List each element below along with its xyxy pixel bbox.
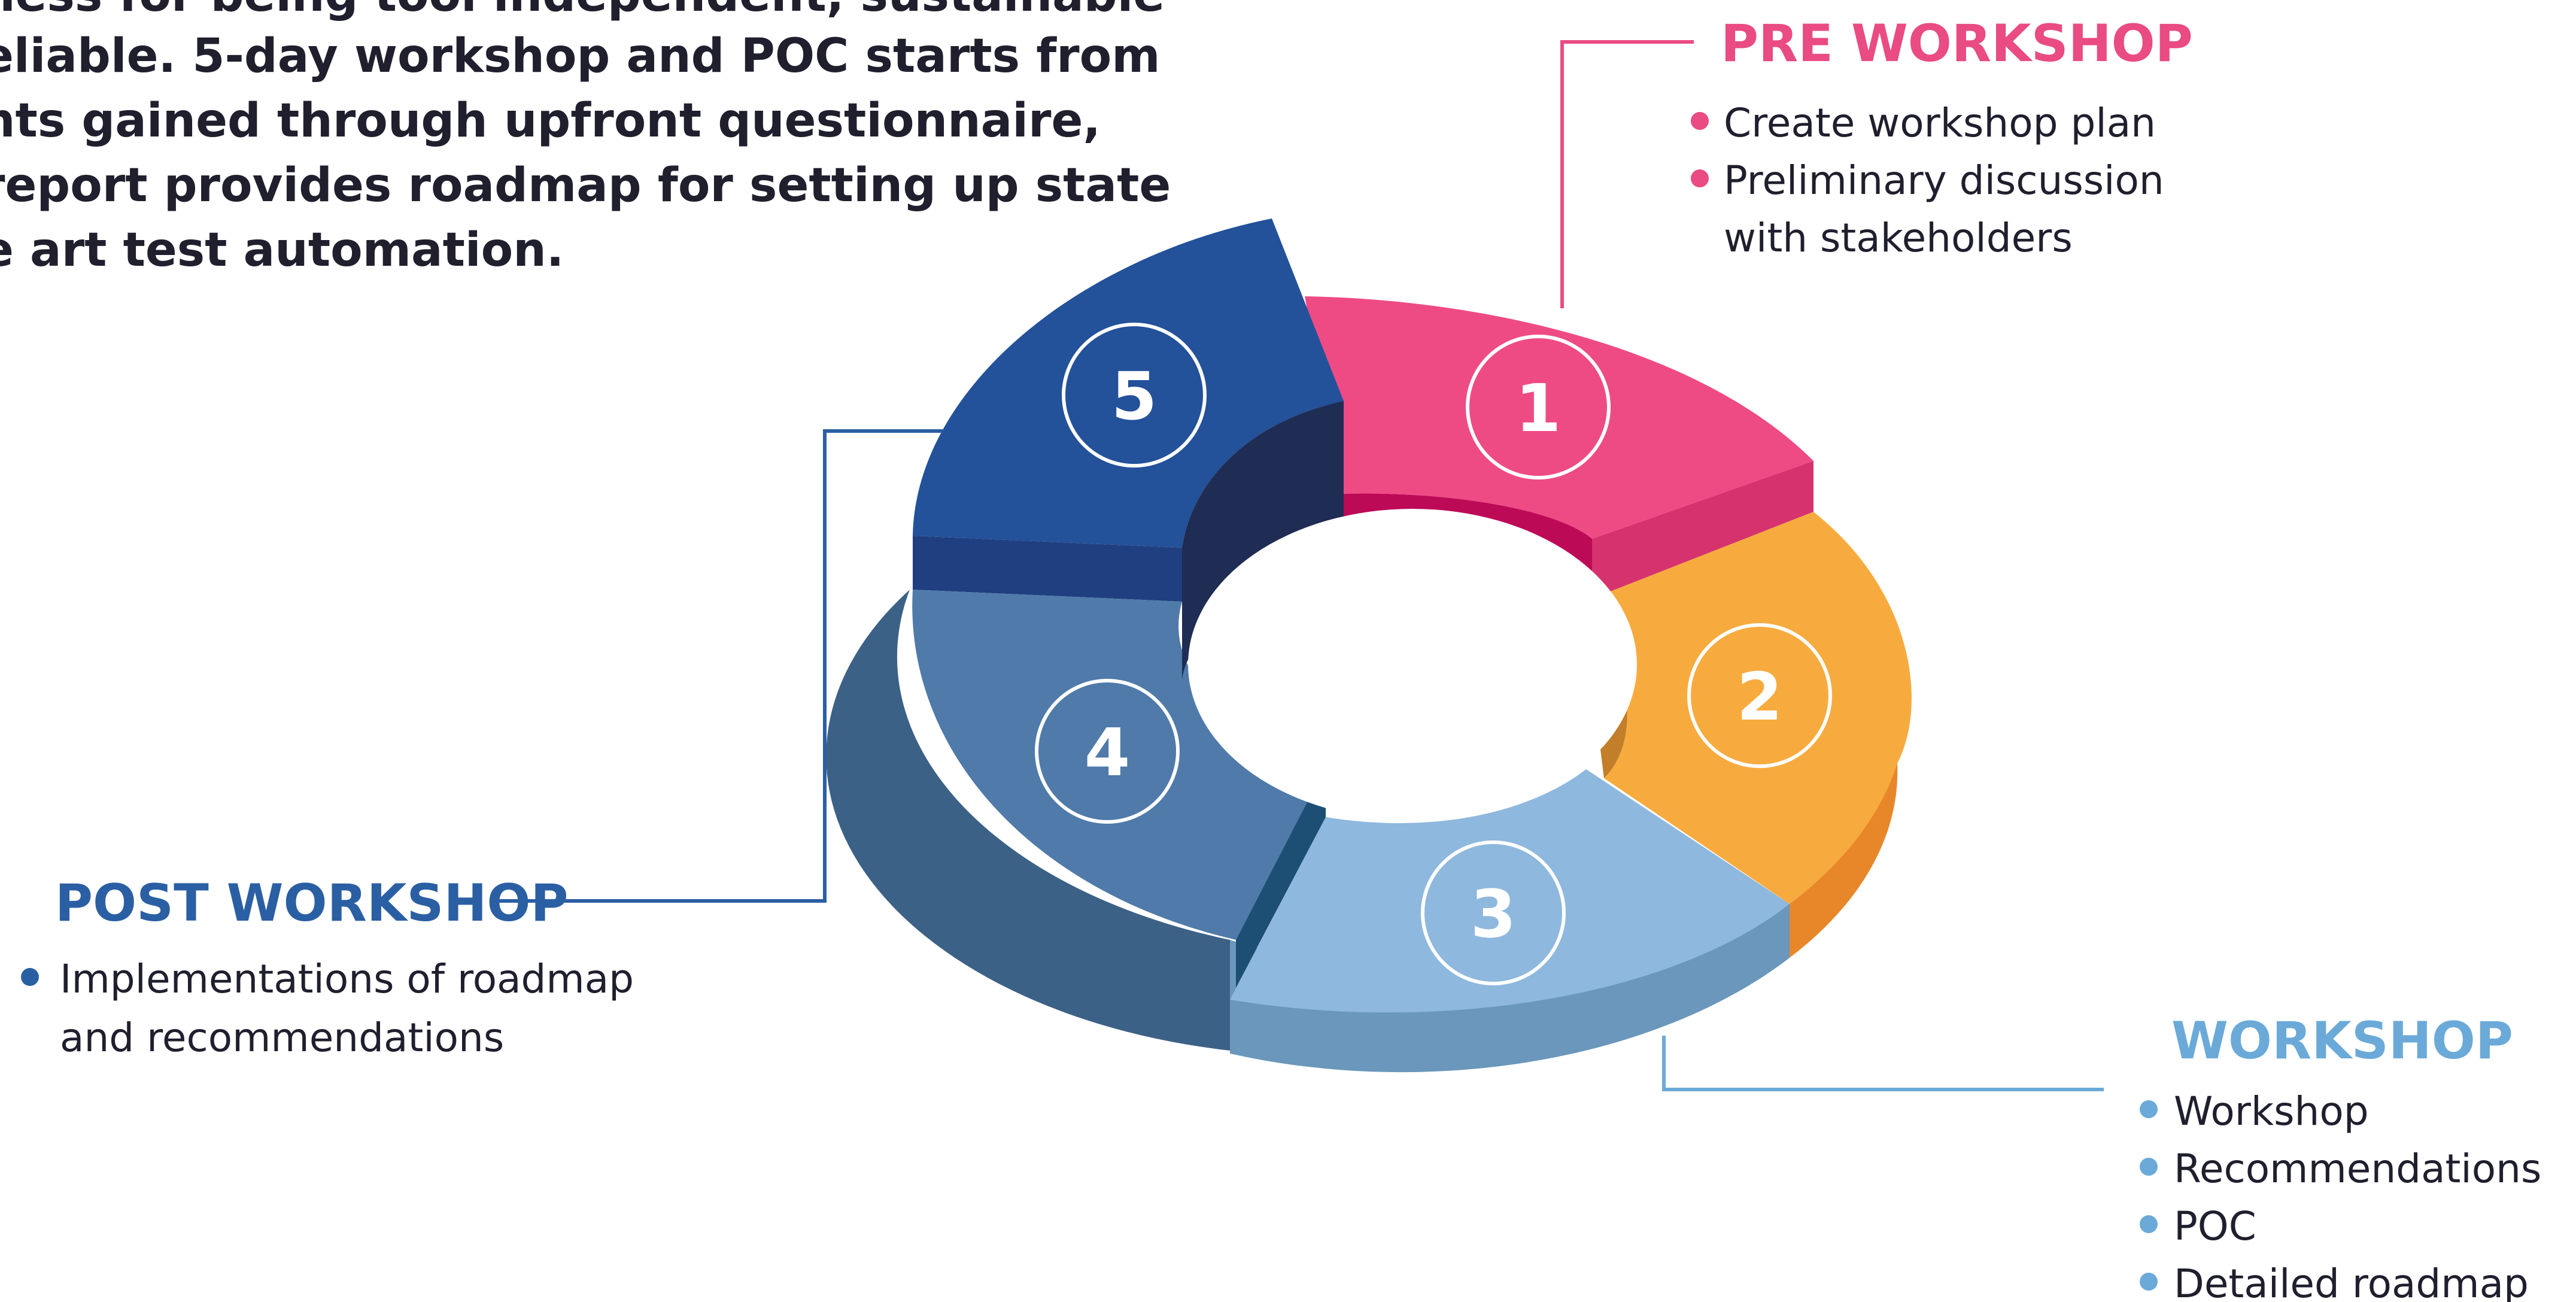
pre-workshop-item: Preliminary discussion [1724, 157, 2164, 204]
segment-4-wall [826, 590, 1230, 1051]
segment-2-badge [1687, 623, 1832, 768]
segment-2 [1592, 512, 1912, 904]
post-workshop-connector [494, 429, 943, 903]
workshop-item: Detailed roadmap [2174, 1261, 2529, 1302]
segment-2-wall [1790, 712, 1898, 958]
intro-line: nts gained through upfront questionnaire… [0, 94, 1101, 148]
bullet-icon [2140, 1100, 2158, 1118]
bullet-icon [21, 968, 39, 986]
segment-5-wall [913, 536, 1182, 602]
pre-workshop-item: with stakeholders [1724, 215, 2073, 261]
intro-line: report provides roadmap for setting up s… [0, 159, 1171, 213]
bullet-icon [2140, 1215, 2158, 1233]
donut-hole [1188, 509, 1637, 820]
post-workshop-item: Implementations of roadmap [60, 956, 634, 1002]
segment-badges: 1 2 3 4 5 [1035, 323, 1832, 985]
segment-5-badge [1062, 323, 1207, 468]
bullet-icon [2140, 1273, 2158, 1291]
workshop-item: POC [2174, 1203, 2256, 1249]
segment-1 [1305, 296, 1813, 539]
pre-workshop-block: PRE WORKSHOP Create workshop plan Prelim… [1691, 14, 2193, 261]
bullet-icon [2140, 1158, 2158, 1176]
connectors [494, 40, 2104, 1091]
segment-4 [912, 590, 1326, 940]
segment-1-wall [1592, 461, 1813, 599]
segment-4-edge [1236, 766, 1326, 988]
post-workshop-item: and recommendations [60, 1015, 504, 1061]
segment-4-badge [1035, 679, 1180, 824]
bullet-icon [1691, 112, 1709, 130]
segment-1-badge [1466, 335, 1611, 479]
segment-2-number: 2 [1737, 658, 1783, 735]
workshop-item: Recommendations [2174, 1146, 2541, 1192]
segment-3-number: 3 [1471, 876, 1517, 952]
workshop-block: WORKSHOP Workshop Recommendations POC De… [2140, 1011, 2541, 1302]
intro-paragraph: ness for being tool independent, sustain… [0, 0, 1171, 277]
segment-4-number: 4 [1085, 714, 1131, 791]
intro-line: e art test automation. [0, 223, 564, 277]
segment-3 [1230, 769, 1790, 1013]
workshop-connector [1662, 1036, 2104, 1091]
pre-workshop-title: PRE WORKSHOP [1721, 14, 2193, 74]
pre-workshop-item: Create workshop plan [1724, 100, 2156, 146]
intro-line: eliable. 5-day workshop and POC starts f… [0, 29, 1160, 83]
bullet-icon [1691, 169, 1709, 187]
workshop-item: Workshop [2174, 1088, 2369, 1134]
donut-top [912, 218, 1912, 1013]
segment-3-badge [1421, 840, 1566, 985]
segment-1-number: 1 [1515, 370, 1562, 447]
segment-5 [913, 218, 1344, 548]
segment-5-number: 5 [1111, 358, 1158, 435]
intro-line: ness for being tool independent, sustain… [0, 0, 1165, 22]
post-workshop-block: POST WORKSHOP Implementations of roadmap… [21, 873, 634, 1061]
pre-workshop-connector [1560, 40, 1694, 308]
workshop-title: WORKSHOP [2171, 1011, 2513, 1071]
post-workshop-title: POST WORKSHOP [55, 873, 569, 933]
